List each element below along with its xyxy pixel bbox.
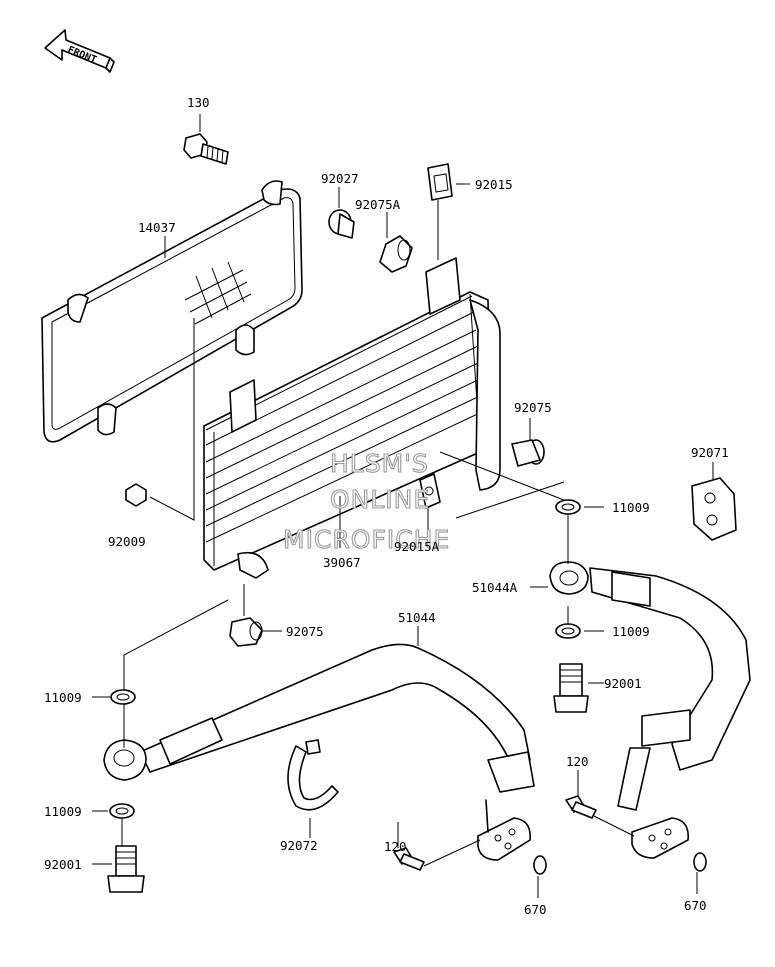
oil-hose-51044a [549,561,751,859]
washer-11009-left-lower [109,803,135,819]
cooler-screen-part [41,180,303,443]
label-92015a: 92015A [394,539,440,554]
label-51044a: 51044A [472,580,518,595]
grommet-92075a [379,235,413,273]
label-92009: 92009 [108,534,146,549]
label-92075a: 92075A [355,197,401,212]
leader-lines [92,114,714,898]
label-92075-lower: 92075 [286,624,324,639]
watermark: HLSM'S ONLINE MICROFICHE [282,448,450,554]
watermark-line-3: MICROFICHE [283,525,450,554]
label-11009-lower-right: 11009 [612,624,650,639]
label-11009-left-upper: 11009 [44,690,82,705]
clip-92015 [427,163,453,201]
bolt-130 [183,133,229,165]
nut-92015a [419,473,441,509]
screw-92009 [125,483,147,507]
watermark-line-2: ONLINE [330,485,430,514]
o-ring-670-mid [533,855,547,875]
grommet-92075-upper [511,439,545,467]
grommet-92075-lower [229,617,263,647]
clamp-92071 [691,477,737,541]
label-92001-left: 92001 [44,857,82,872]
label-130: 130 [187,95,210,110]
watermark-line-1: HLSM'S [330,449,429,478]
label-120-right: 120 [566,754,589,769]
banjo-bolt-92001-left [107,845,145,893]
label-92075-upper: 92075 [514,400,552,415]
collar-92027 [328,209,355,239]
front-direction-arrow: FRONT [44,29,115,73]
oil-hose-51044 [103,643,535,861]
label-11009-upper-right: 11009 [612,500,650,515]
label-14037: 14037 [138,220,176,235]
label-120-mid: 120 [384,839,407,854]
banjo-bolt-92001-right [553,663,589,713]
label-92071: 92071 [691,445,729,460]
label-670-mid: 670 [524,902,547,917]
washer-11009-lower-right [555,623,581,639]
label-11009-left-lower: 11009 [44,804,82,819]
bolt-120-mid [393,847,425,871]
label-39067: 39067 [323,555,361,570]
washer-11009-left-upper [110,689,136,705]
label-92027: 92027 [321,171,359,186]
clamp-band-92072 [287,739,339,811]
label-670-right: 670 [684,898,707,913]
label-92001-right: 92001 [604,676,642,691]
label-51044: 51044 [398,610,436,625]
label-92072: 92072 [280,838,318,853]
label-92015: 92015 [475,177,513,192]
o-ring-670-right [693,852,707,872]
part-labels: 130 14037 92027 92015 92075A 92075 92071… [44,95,729,917]
bolt-120-right [565,795,597,819]
oil-cooler-core [203,257,501,579]
washer-11009-upper-right [555,499,581,515]
